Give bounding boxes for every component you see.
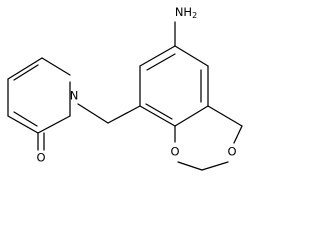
bond-o1-ch2 — [177, 161, 203, 171]
bond-ch2-ar — [107, 105, 141, 124]
molecule-drawing: NH2 N O O O — [7, 5, 243, 171]
bond-c6-c5 — [7, 57, 43, 80]
benzene-ring — [139, 45, 209, 127]
pyridinone-ring — [7, 57, 71, 151]
amine-label: NH2 — [175, 5, 197, 20]
bond-c4-c3-inner — [13, 111, 38, 127]
carbonyl-oxygen-label: O — [36, 151, 45, 165]
atom-labels: NH2 N O O O — [36, 5, 236, 165]
bond-ar-5 — [174, 105, 209, 127]
bond-ar-3 — [174, 45, 209, 67]
bond-ar-6 — [139, 105, 176, 127]
bond-o2-ch2b — [233, 125, 243, 144]
ring-oxygen-2-label: O — [227, 145, 236, 159]
bond-ch2-o2 — [201, 161, 229, 171]
structure-canvas: NH2 N O O O — [7, 5, 243, 171]
bond-c6-n1 — [41, 57, 71, 76]
methylene-linker — [77, 103, 141, 124]
bond-ar-2 — [139, 45, 176, 67]
bond-c4-c3 — [7, 115, 39, 134]
dioxane-ring — [174, 105, 243, 171]
bond-ar-2-inner — [146, 53, 176, 71]
ring-oxygen-1-label: O — [170, 145, 179, 159]
bond-n1-ch2 — [77, 103, 109, 124]
pyridinone-nitrogen-label: N — [70, 89, 79, 103]
bond-c3-c2 — [37, 115, 71, 134]
bond-ar-6-inner — [145, 103, 173, 120]
bond-ch2b-ar — [207, 105, 243, 127]
bond-c6-c5-inner — [13, 64, 39, 81]
